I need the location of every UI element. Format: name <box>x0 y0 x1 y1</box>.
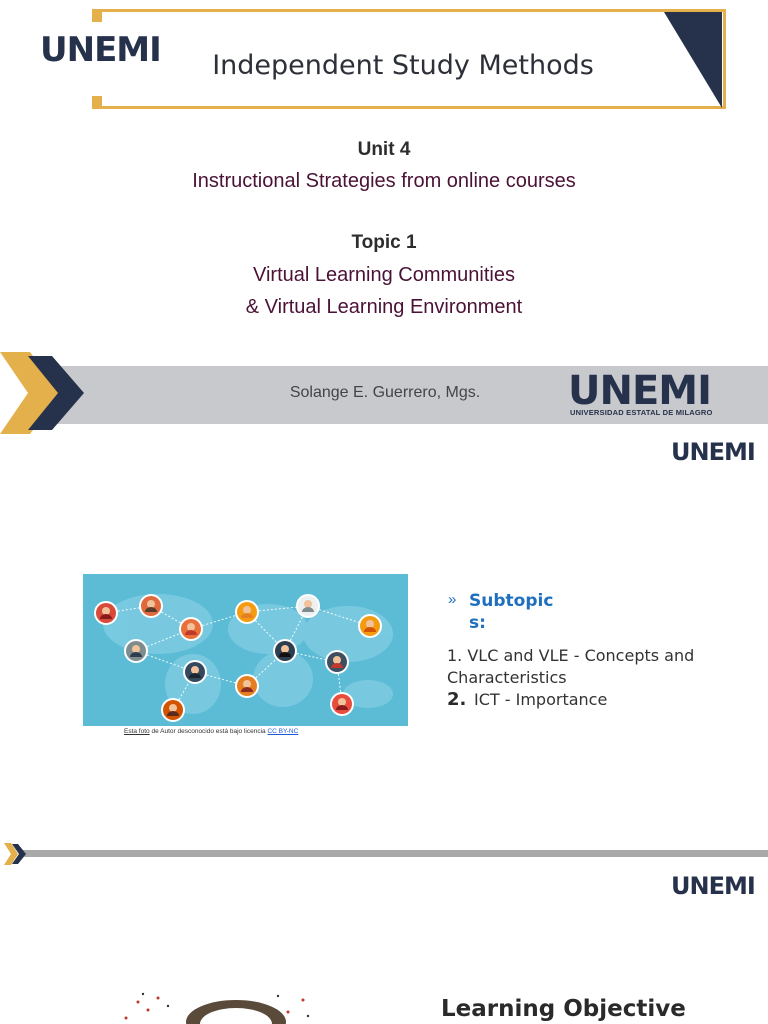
unemi-logo: UNEMI <box>671 872 756 900</box>
topic-title-line2: & Virtual Learning Environment <box>245 296 523 318</box>
learning-objective-heading: Learning Objective <box>441 996 686 1022</box>
title-frame-top <box>92 9 726 12</box>
network-people-image <box>83 574 408 726</box>
credit-text: de Autor desconocido está bajo licencia <box>149 728 268 735</box>
title-frame-bottom <box>92 106 726 109</box>
photo-link[interactable]: Esta foto <box>124 728 150 735</box>
subtopics-heading: Subtopics: <box>469 591 554 633</box>
title-frame-right <box>723 9 726 109</box>
unit-title: Instructional Strategies from online cou… <box>192 170 576 192</box>
author-name: Solange E. Guerrero, Mgs. <box>289 384 481 401</box>
corner-triangle-decoration <box>664 12 722 108</box>
unit-label: Unit 4 <box>357 139 411 160</box>
unemi-logo: UNEMI <box>671 438 756 466</box>
title-frame-tab-bottom <box>92 96 102 109</box>
chevron-arrow-icon <box>4 843 26 865</box>
title-frame-tab-top <box>92 9 102 22</box>
license-link[interactable]: CC BY-NC <box>267 728 299 735</box>
bullet-marker: » <box>448 591 457 608</box>
topic-label: Topic 1 <box>351 232 417 253</box>
subtopic-item-2-number: 2. <box>447 689 467 710</box>
crowd-circle-image <box>124 992 310 1024</box>
unemi-logo: UNEMI <box>40 30 162 70</box>
author-band <box>30 366 768 424</box>
subtopic-item-1: 1. VLC and VLE - Concepts and Characteri… <box>447 646 695 687</box>
topic-title-line1: Virtual Learning Communities <box>253 264 515 286</box>
image-credit: Esta foto de Autor desconocido está bajo… <box>124 728 298 735</box>
unemi-university-logo: UNEMI <box>568 368 712 414</box>
university-name: UNIVERSIDAD ESTATAL DE MILAGRO <box>570 408 713 417</box>
divider-line <box>20 850 768 857</box>
chevron-arrow-icon <box>0 352 84 434</box>
subtopic-item-2-text: ICT - Importance <box>474 690 608 709</box>
course-title: Independent Study Methods <box>212 50 594 81</box>
network-illustration <box>83 574 408 726</box>
